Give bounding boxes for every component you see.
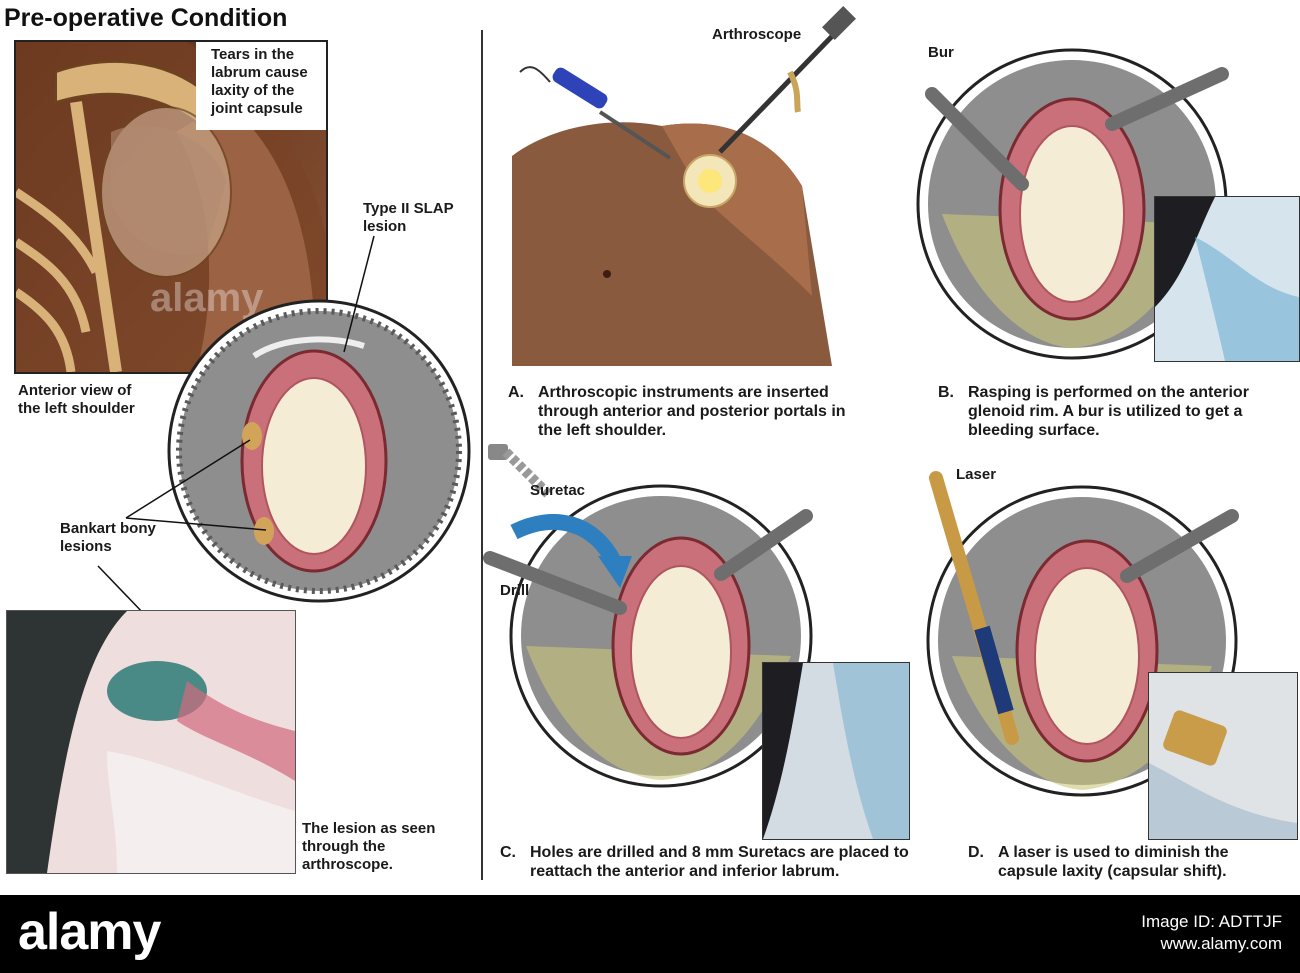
panel-b-caption: B. Rasping is performed on the anterior g… bbox=[938, 383, 1288, 440]
probe-instrument bbox=[519, 66, 672, 160]
insert-arrow bbox=[510, 514, 632, 588]
slap-lesion-label: Type II SLAP lesion bbox=[363, 200, 454, 235]
drill-label: Drill bbox=[500, 582, 530, 599]
page-title: Pre-operative Condition bbox=[4, 4, 288, 32]
panel-c-caption: C. Holes are drilled and 8 mm Suretacs ar… bbox=[500, 843, 940, 881]
panel-c-photo bbox=[762, 662, 910, 840]
panel-d-text: A laser is used to diminish the capsule … bbox=[998, 844, 1229, 880]
scope-note: The lesion as seen through the arthrosco… bbox=[302, 820, 436, 873]
tears-note: Tears in the labrum cause laxity of the … bbox=[211, 46, 308, 117]
bur-label: Bur bbox=[928, 44, 954, 61]
tears-box bbox=[196, 42, 326, 130]
preop-glenoid-diagram bbox=[167, 299, 471, 603]
vertical-divider bbox=[481, 30, 483, 880]
laser-label: Laser bbox=[956, 466, 997, 483]
bankart-pointer-lines bbox=[125, 439, 267, 531]
panel-b-text: Rasping is performed on the anterior gle… bbox=[968, 384, 1249, 439]
drill-instrument bbox=[483, 551, 627, 615]
alamy-logo: alamy bbox=[18, 903, 161, 961]
arthroscope-label: Arthroscope bbox=[712, 26, 802, 43]
panel-a-caption: A. Arthroscopic instruments are inserted … bbox=[508, 383, 878, 440]
image-id: Image ID: ADTTJF bbox=[1141, 912, 1282, 931]
panel-d-caption: D. A laser is used to diminish the capsul… bbox=[968, 843, 1288, 881]
panel-b-letter: B. bbox=[938, 384, 954, 401]
arthroscope-instrument bbox=[718, 6, 856, 154]
panel-a-text: Arthroscopic instruments are inserted th… bbox=[538, 384, 846, 439]
footer-bar bbox=[0, 895, 1300, 973]
bankart-label: Bankart bony lesions bbox=[60, 520, 156, 555]
panel-b-glenoid-diagram bbox=[916, 48, 1229, 360]
suretac-implant bbox=[488, 444, 552, 498]
panel-b-photo bbox=[1154, 196, 1300, 362]
laser-instrument bbox=[929, 471, 1019, 745]
watermark: alamy bbox=[150, 276, 264, 320]
panel-d-photo bbox=[1148, 672, 1298, 840]
panel-a-letter: A. bbox=[508, 384, 524, 401]
slap-pointer-line bbox=[343, 235, 375, 353]
panel-c-glenoid-diagram bbox=[509, 484, 813, 788]
panel-c-text: Holes are drilled and 8 mm Suretacs are … bbox=[530, 844, 909, 880]
suretac-label: Suretac bbox=[530, 482, 586, 499]
panel-d-letter: D. bbox=[968, 844, 984, 861]
preop-arthroscopic-photo bbox=[6, 610, 296, 874]
site-url: www.alamy.com bbox=[1160, 934, 1282, 953]
panel-c-letter: C. bbox=[500, 844, 516, 861]
anterior-view-label: Anterior view of the left shoulder bbox=[18, 382, 135, 417]
